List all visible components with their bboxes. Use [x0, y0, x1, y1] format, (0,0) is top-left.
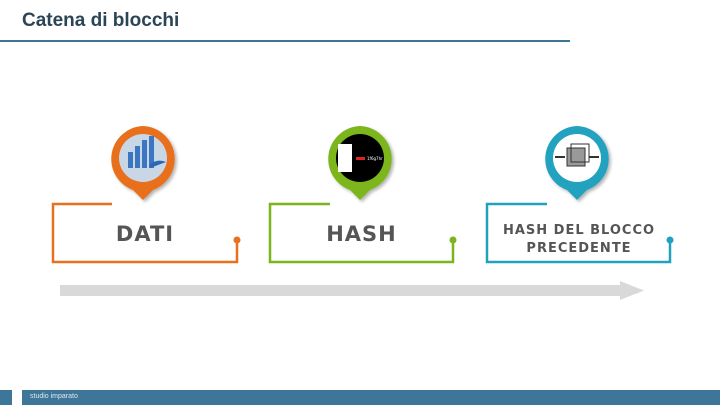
step-label-dati: DATI [115, 222, 175, 246]
dot-hash [449, 236, 457, 244]
footer-bar [22, 390, 720, 405]
pin-dati [111, 126, 175, 200]
brand-logo: studio imparato [30, 393, 78, 400]
box-dati [51, 202, 239, 264]
dot-prev-hash [666, 236, 674, 244]
box-prev-hash [485, 202, 672, 264]
timeline-arrow [60, 281, 644, 300]
pin-hash: 1f6g7hr [328, 126, 392, 200]
step-label-hash: HASH [326, 222, 397, 246]
title-underline [0, 40, 570, 42]
footer-left-block [0, 390, 12, 405]
box-hash [268, 202, 455, 264]
hash-sample: 1f6g7hr [367, 156, 383, 161]
slide-title: Catena di blocchi [22, 10, 180, 31]
step-label-prev-hash: HASH DEL BLOCCO PRECEDENTE [502, 223, 656, 256]
dot-dati [233, 236, 241, 244]
pin-prev-hash [545, 126, 609, 200]
